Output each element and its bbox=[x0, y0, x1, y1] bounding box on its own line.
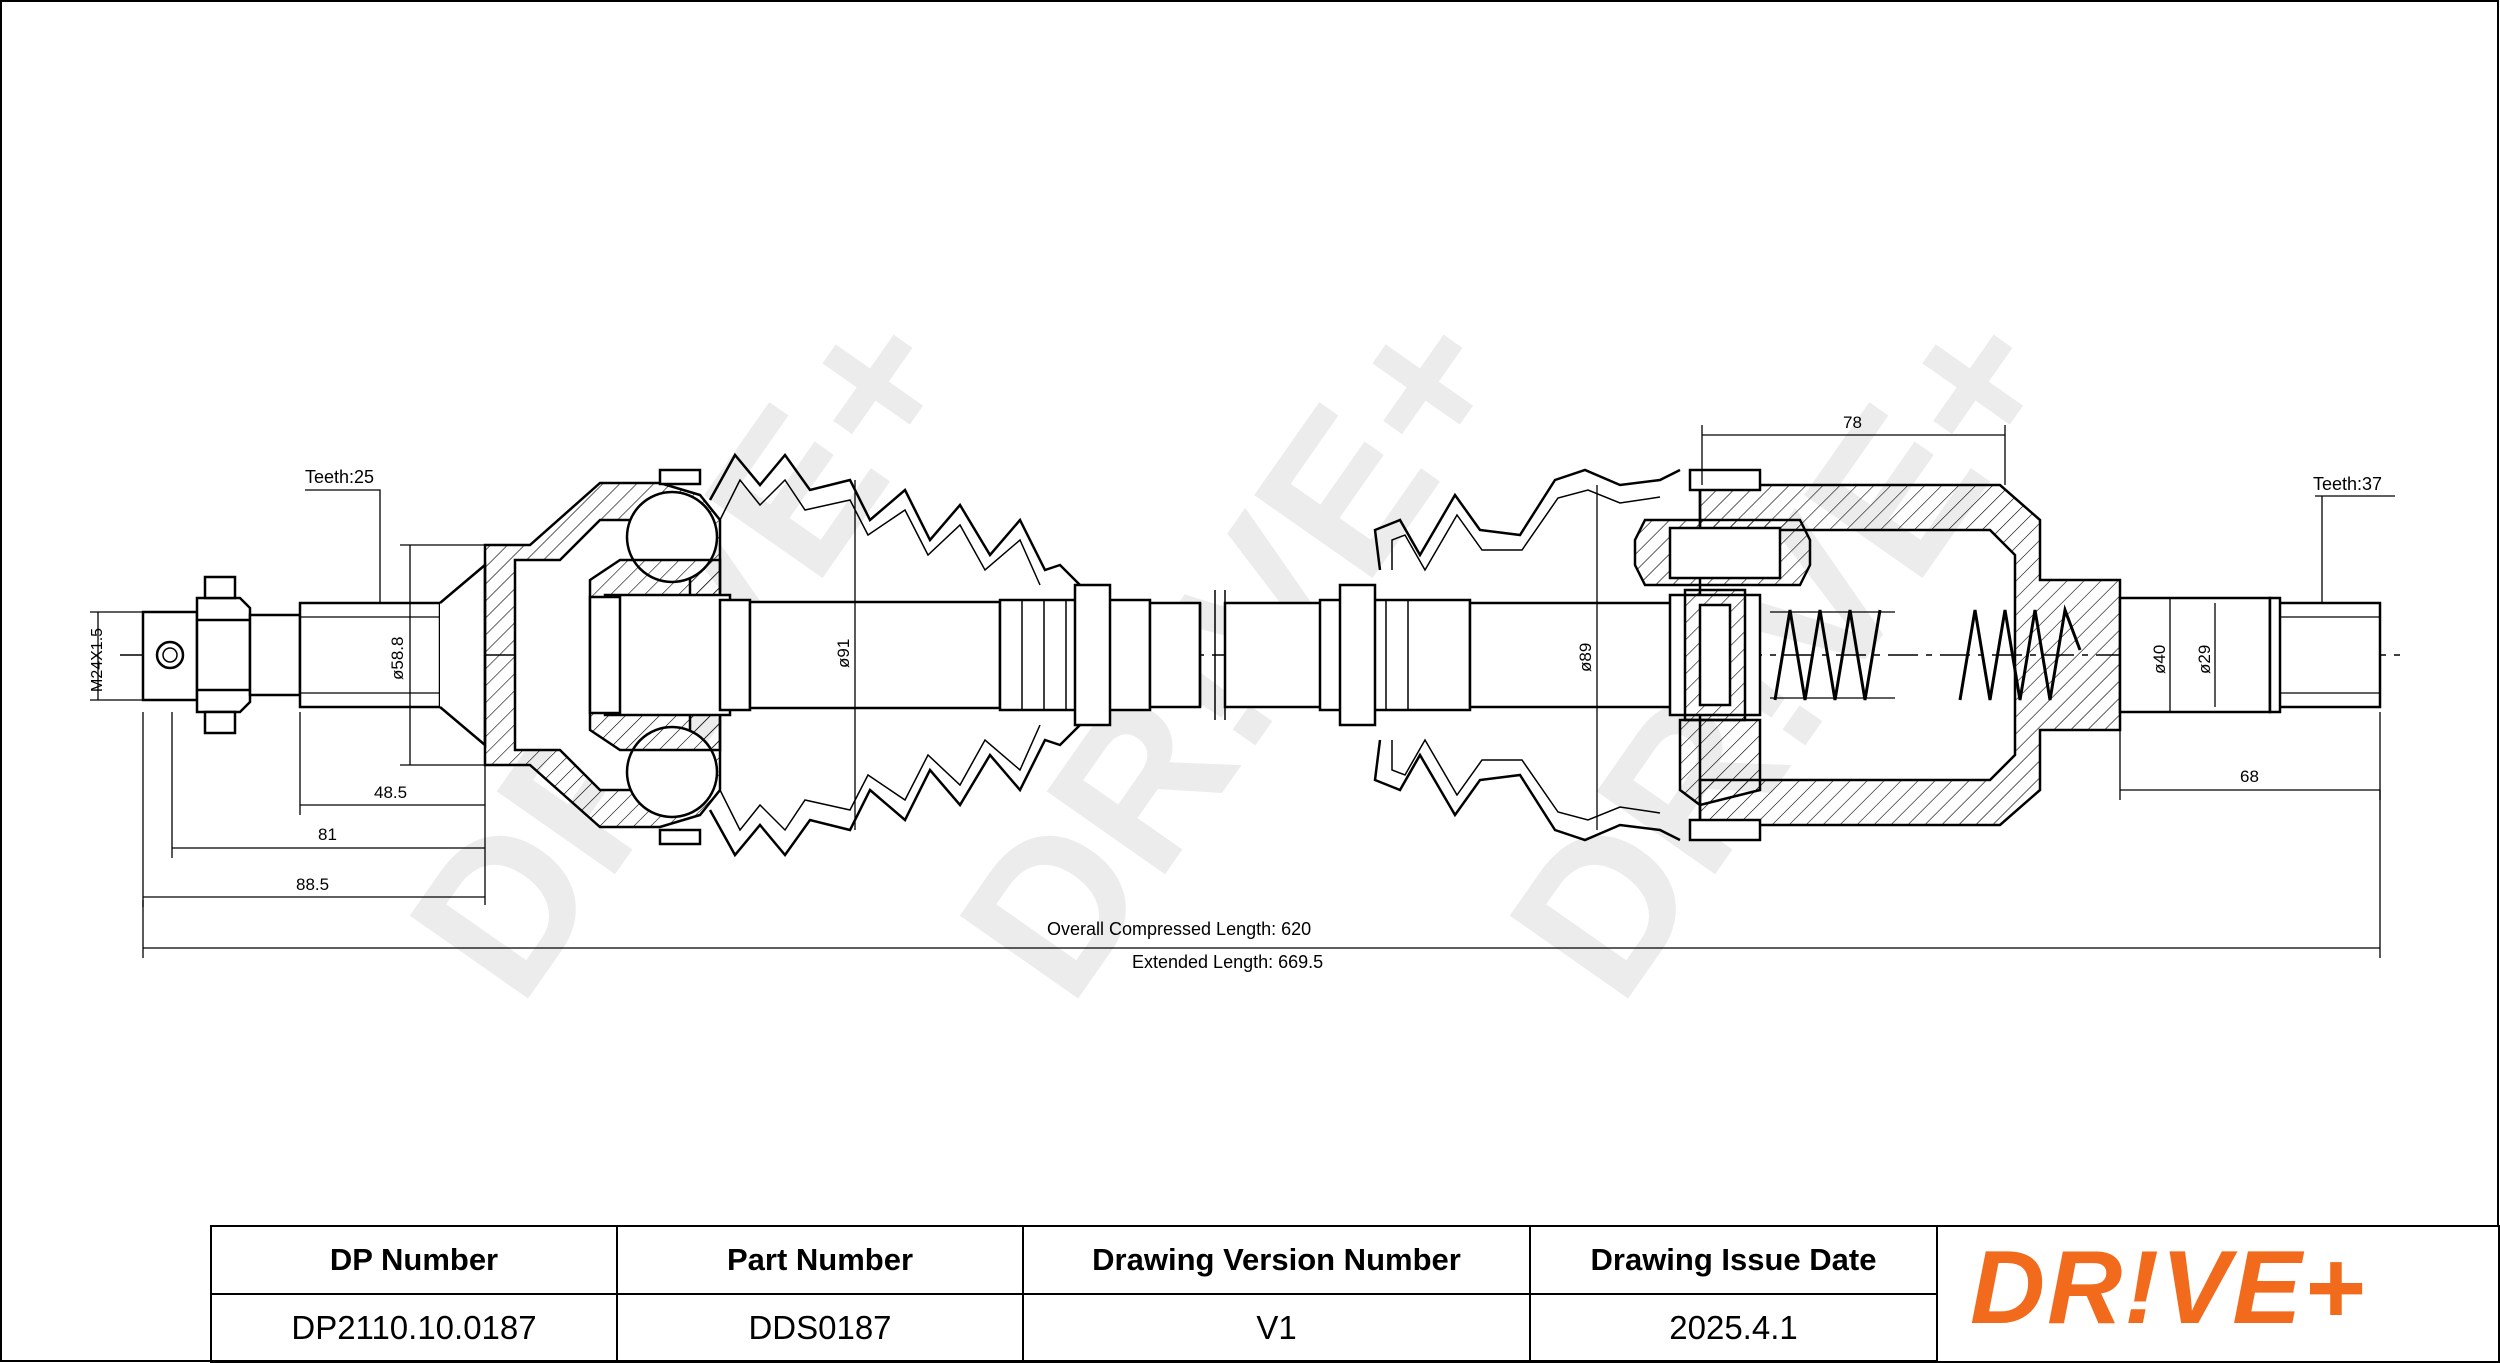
inner-boot bbox=[1373, 468, 1681, 842]
label-dim-81: 81 bbox=[318, 825, 337, 844]
header-part-number: Part Number bbox=[616, 1225, 1024, 1295]
label-dia-40: ø40 bbox=[2150, 645, 2169, 674]
outer-boot bbox=[708, 452, 1081, 858]
label-dia-29: ø29 bbox=[2195, 645, 2214, 674]
label-teeth-right: Teeth:37 bbox=[2313, 474, 2382, 494]
outer-spline bbox=[298, 601, 442, 709]
header-drawing-version: Drawing Version Number bbox=[1022, 1225, 1531, 1295]
title-block: DP Number Part Number Drawing Version Nu… bbox=[210, 1225, 2500, 1363]
label-dim-68: 68 bbox=[2240, 767, 2259, 786]
value-part-number: DDS0187 bbox=[616, 1293, 1024, 1363]
value-drawing-version: V1 bbox=[1022, 1293, 1531, 1363]
cotter-hole bbox=[155, 640, 185, 670]
label-dim-48-5: 48.5 bbox=[374, 783, 407, 802]
brand-logo-cell: DR!VE+ bbox=[1936, 1225, 2500, 1363]
shaft-geometry bbox=[141, 452, 2382, 858]
label-dim-78: 78 bbox=[1843, 413, 1862, 432]
label-thread: M24X1.5 bbox=[89, 628, 106, 692]
brand-logo: DR!VE+ bbox=[1970, 1230, 2366, 1346]
spring-left bbox=[1773, 609, 1882, 701]
label-extended: Extended Length: 669.5 bbox=[1132, 952, 1323, 972]
hub-nut bbox=[195, 596, 252, 714]
inner-cv-housing bbox=[1698, 483, 2122, 827]
label-dia-91: ø91 bbox=[834, 639, 853, 668]
header-issue-date: Drawing Issue Date bbox=[1529, 1225, 1938, 1295]
title-block-value-row: DP2110.10.0187 DDS0187 V1 2025.4.1 bbox=[210, 1293, 2499, 1363]
label-dim-88-5: 88.5 bbox=[296, 875, 329, 894]
inner-spline bbox=[2273, 601, 2382, 709]
label-teeth-left: Teeth:25 bbox=[305, 467, 374, 487]
main-shaft bbox=[748, 600, 1002, 710]
label-dia-89: ø89 bbox=[1576, 643, 1595, 672]
brand-logo-text: DR!VE+ bbox=[1970, 1235, 2366, 1345]
header-dp-number: DP Number bbox=[210, 1225, 618, 1295]
label-overall-compressed: Overall Compressed Length: 620 bbox=[1047, 919, 1311, 939]
title-block-header-row: DP Number Part Number Drawing Version Nu… bbox=[210, 1225, 2500, 1363]
dimension-labels: Teeth:25 Teeth:37 M24X1.5 ø58.8 ø91 ø89 … bbox=[89, 413, 2382, 972]
value-dp-number: DP2110.10.0187 bbox=[210, 1293, 618, 1363]
thread-stub bbox=[141, 610, 199, 702]
dimension-lines bbox=[90, 425, 2395, 958]
value-issue-date: 2025.4.1 bbox=[1529, 1293, 1938, 1363]
label-dia-58-8: ø58.8 bbox=[388, 637, 407, 680]
spring-right bbox=[1958, 604, 2082, 701]
inner-stub-shaft bbox=[2118, 596, 2272, 714]
